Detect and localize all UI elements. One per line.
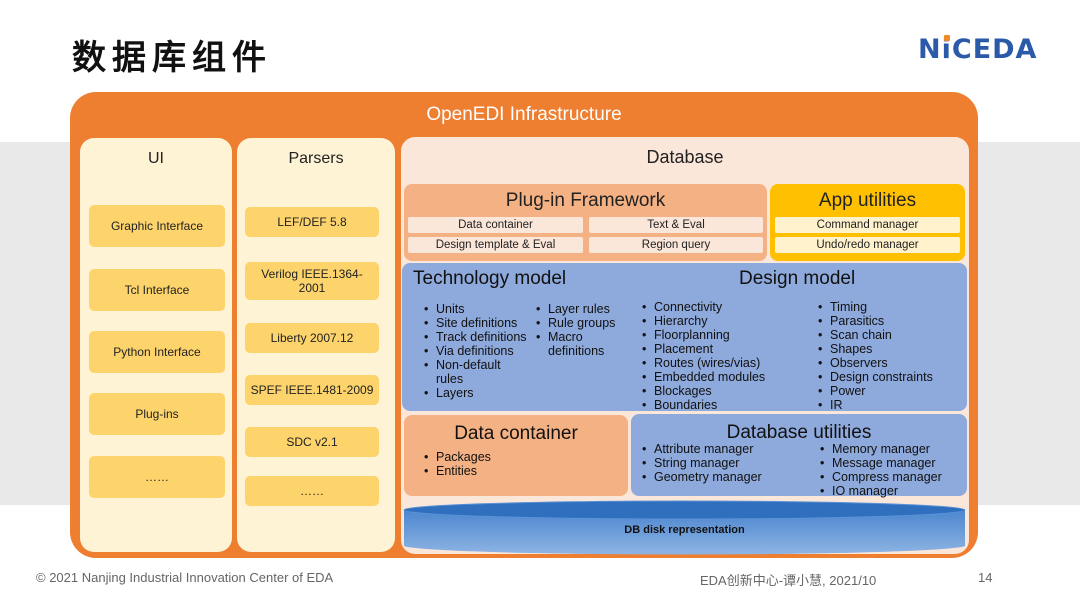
database-utilities-list-2: Memory manager Message manager Compress … [818, 442, 966, 498]
footer-copyright: © 2021 Nanjing Industrial Innovation Cen… [36, 570, 334, 585]
parser-item-verilog: Verilog IEEE.1364-2001 [245, 262, 379, 300]
list-item: Units [422, 302, 540, 316]
parser-item-more: …… [245, 476, 379, 506]
database-utilities-title: Database utilities [726, 422, 872, 443]
niceda-logo: NiCEDA [918, 34, 1038, 65]
list-item: Parasitics [816, 314, 966, 328]
list-item: Hierarchy [640, 314, 800, 328]
db-disk-cylinder [403, 500, 966, 555]
list-item: Geometry manager [640, 470, 810, 484]
plugin-item-design-template: Design template & Eval [408, 237, 583, 253]
logo-accent-dot: i [941, 34, 952, 65]
list-item: String manager [640, 456, 810, 470]
list-item: Track definitions [422, 330, 540, 344]
plugin-item-data-container: Data container [408, 217, 583, 233]
list-item: Boundaries [640, 398, 800, 412]
technology-model-title: Technology model [413, 268, 567, 289]
ui-item-plug-ins: Plug-ins [89, 393, 225, 435]
list-item: Embedded modules [640, 370, 800, 384]
design-model-list-1: Connectivity Hierarchy Floorplanning Pla… [640, 300, 800, 412]
list-item: Routes (wires/vias) [640, 356, 800, 370]
list-item: Packages [422, 450, 582, 464]
footer-author-date: EDA创新中心-谭小慧, 2021/10 [700, 573, 877, 588]
list-item: Entities [422, 464, 582, 478]
list-item: Timing [816, 300, 966, 314]
list-item: Power [816, 384, 966, 398]
list-item: Message manager [818, 456, 966, 470]
plugin-framework-title: Plug-in Framework [505, 190, 666, 211]
ui-item-graphic-interface: Graphic Interface [89, 205, 225, 247]
app-utilities-title: App utilities [818, 190, 917, 211]
list-item: IO manager [818, 484, 966, 498]
list-item: Shapes [816, 342, 966, 356]
list-item: Placement [640, 342, 800, 356]
list-item: Observers [816, 356, 966, 370]
list-item: IR [816, 398, 966, 412]
list-item: Via definitions [422, 344, 540, 358]
list-item: Memory manager [818, 442, 966, 456]
ui-item-tcl-interface: Tcl Interface [89, 269, 225, 311]
list-item: Compress manager [818, 470, 966, 484]
database-title: Database [646, 147, 724, 167]
plugin-item-region-query: Region query [589, 237, 763, 253]
parsers-column-title: Parsers [288, 150, 344, 167]
list-item: Site definitions [422, 316, 540, 330]
design-model-title: Design model [739, 268, 856, 289]
parser-item-sdc: SDC v2.1 [245, 427, 379, 457]
parser-item-lef-def: LEF/DEF 5.8 [245, 207, 379, 237]
ui-item-more: …… [89, 456, 225, 498]
list-item: Scan chain [816, 328, 966, 342]
list-item: Non-default rules [422, 358, 518, 386]
infrastructure-title: OpenEDI Infrastructure [426, 104, 622, 125]
technology-model-list-2: Layer rules Rule groups Macro definition… [534, 302, 626, 358]
plugin-item-text-eval: Text & Eval [589, 217, 763, 233]
db-disk-label: DB disk representation [624, 524, 745, 536]
list-item: Floorplanning [640, 328, 800, 342]
list-item: Layer rules [534, 302, 626, 316]
list-item: Design constraints [816, 370, 966, 384]
app-item-undo-redo-manager: Undo/redo manager [775, 237, 960, 253]
list-item: Macro definitions [534, 330, 614, 358]
slide-title: 数据库组件 [72, 38, 272, 78]
data-container-list: Packages Entities [422, 450, 582, 478]
app-item-command-manager: Command manager [775, 217, 960, 233]
parser-item-spef: SPEF IEEE.1481-2009 [245, 375, 379, 405]
design-model-list-2: Timing Parasitics Scan chain Shapes Obse… [816, 300, 966, 412]
ui-column-title: UI [148, 150, 164, 167]
list-item: Connectivity [640, 300, 800, 314]
list-item: Attribute manager [640, 442, 810, 456]
technology-model-list-1: Units Site definitions Track definitions… [422, 302, 540, 400]
list-item: Rule groups [534, 316, 626, 330]
list-item: Blockages [640, 384, 800, 398]
database-utilities-list-1: Attribute manager String manager Geometr… [640, 442, 810, 484]
page-number: 14 [978, 570, 993, 585]
parser-item-liberty: Liberty 2007.12 [245, 323, 379, 353]
data-container-title: Data container [454, 423, 578, 444]
list-item: Layers [422, 386, 540, 400]
ui-item-python-interface: Python Interface [89, 331, 225, 373]
